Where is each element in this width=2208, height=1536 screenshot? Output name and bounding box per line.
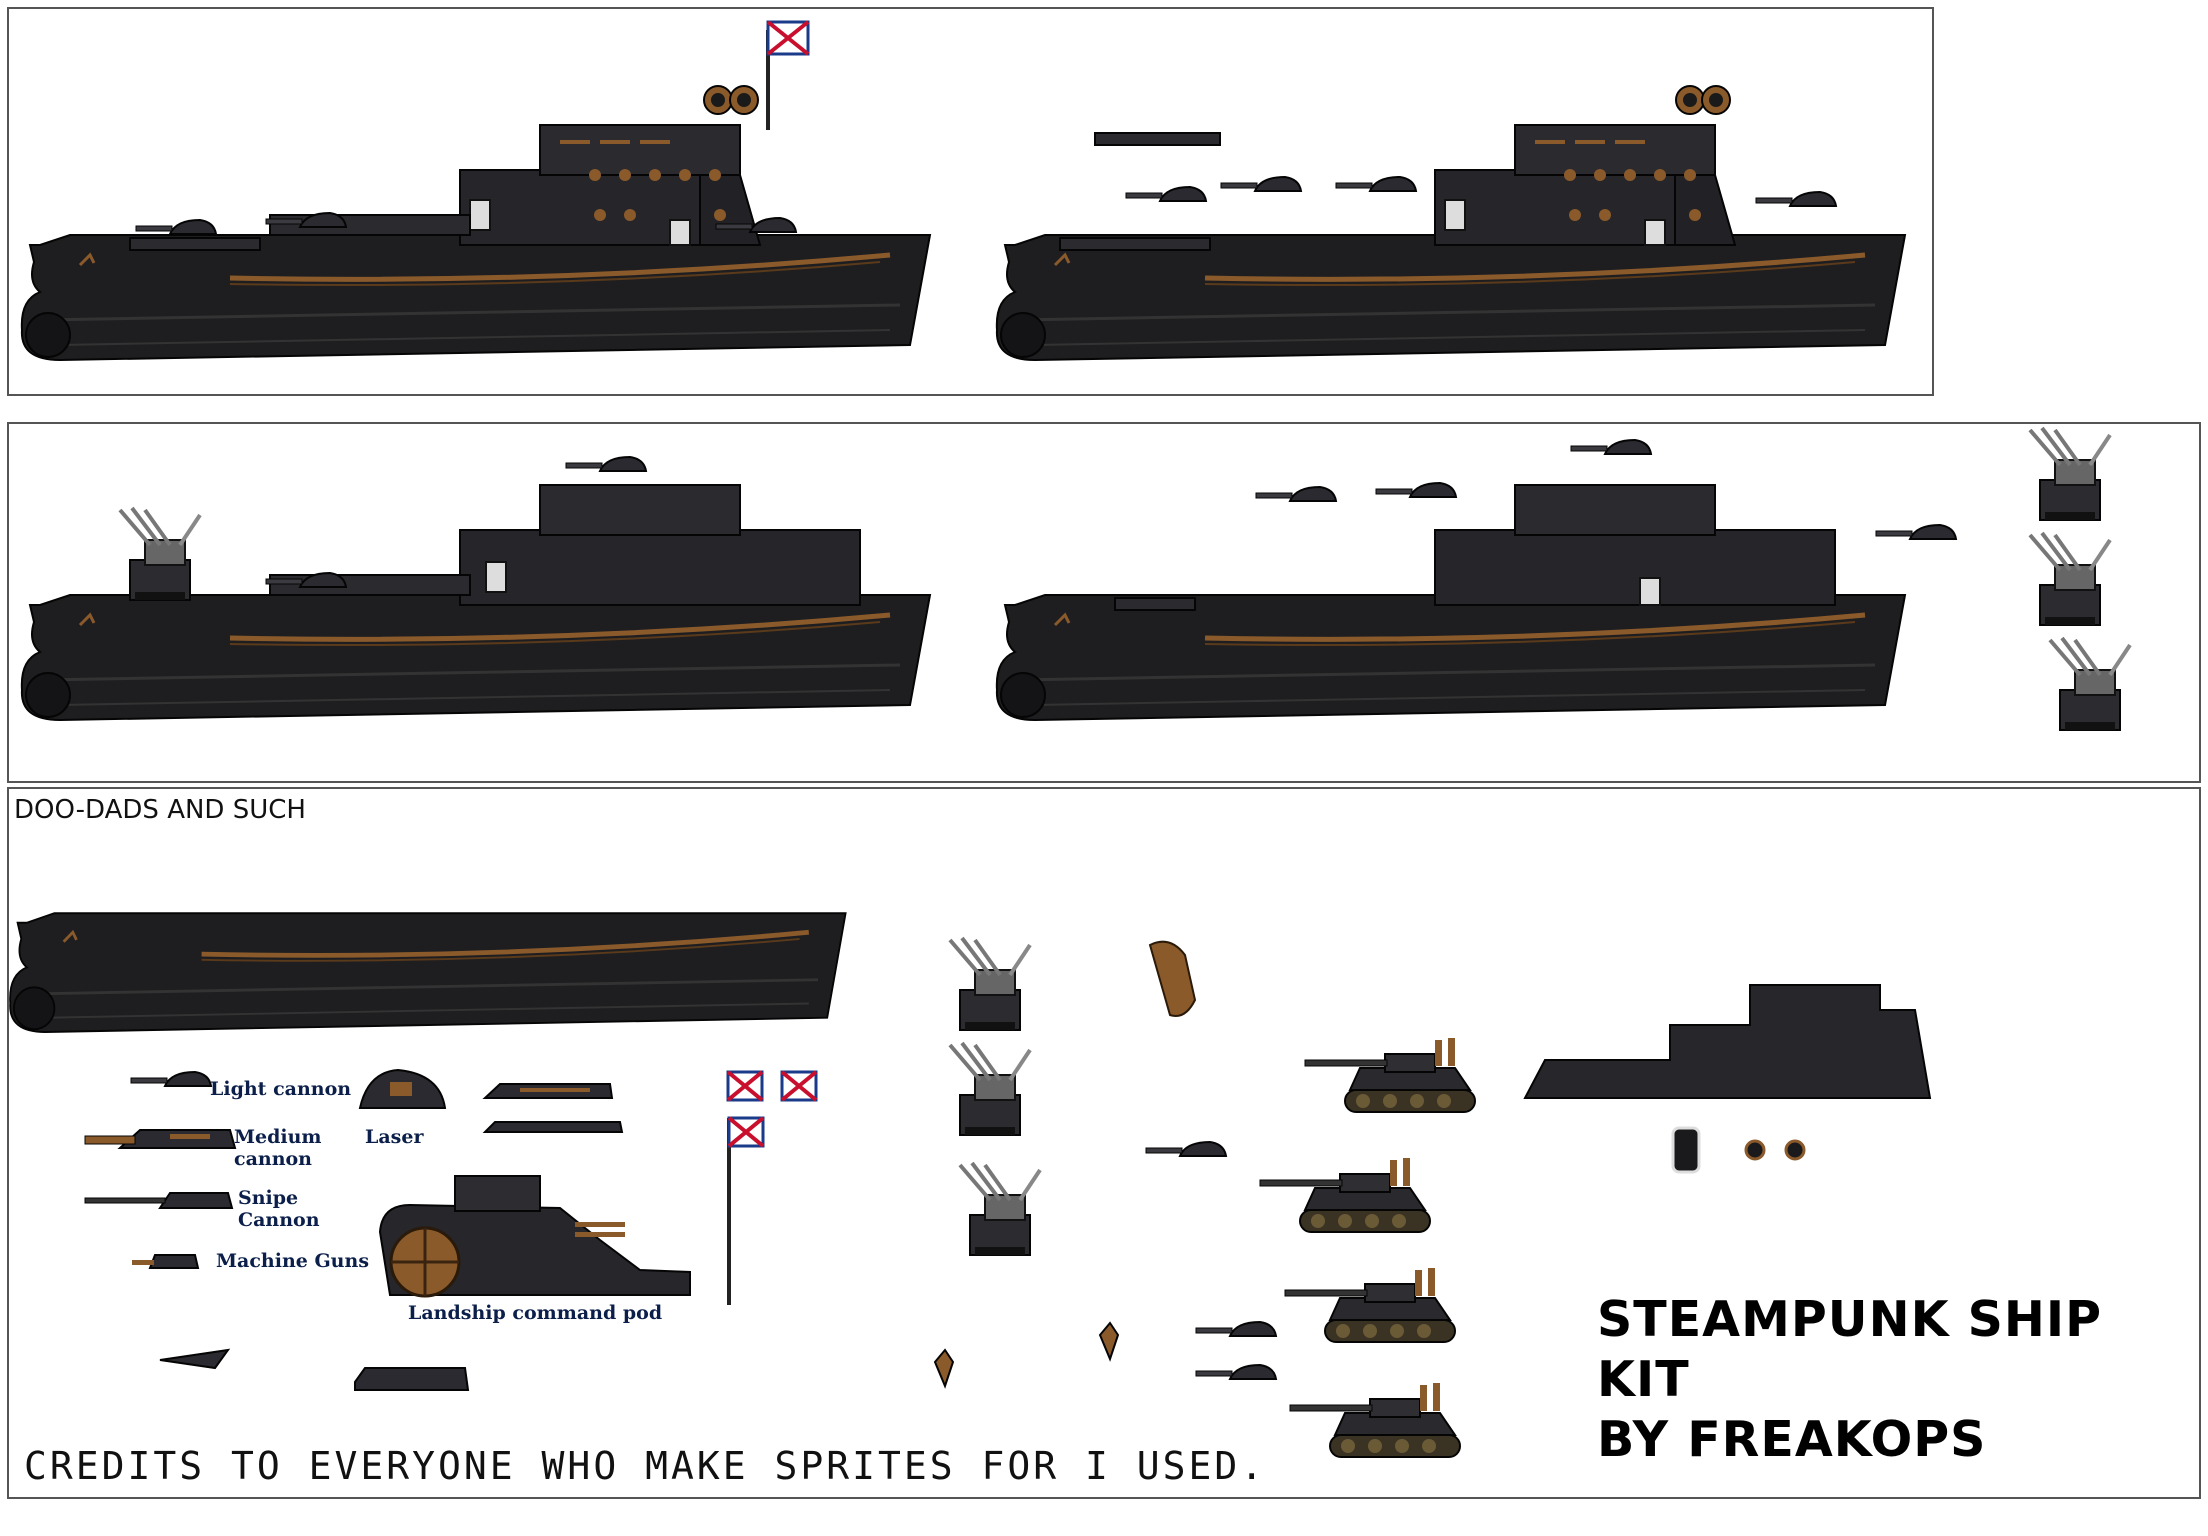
command-pod-sprite (378, 1175, 691, 1298)
tank-4 (1289, 1382, 1461, 1458)
bare-hull (10, 913, 846, 1032)
light-cannon-sprite (130, 1071, 212, 1087)
loose-turret-c (1195, 1364, 1277, 1380)
loose-turret-b (1195, 1321, 1277, 1337)
panel-1-border (7, 7, 1934, 396)
panel-3-border (7, 787, 2201, 1499)
label-snipe-cannon: Snipe Cannon (238, 1187, 320, 1231)
small-guns (159, 1321, 1120, 1391)
ship-full-3 (22, 456, 930, 720)
door-and-portholes (1671, 1126, 1806, 1174)
kit-title: STEAMPUNK SHIP KIT BY FREAKOPS (1597, 1290, 2208, 1470)
tank-3 (1284, 1267, 1456, 1343)
ship-full-2 (997, 85, 1905, 360)
label-command-pod: Landship command pod (408, 1302, 663, 1324)
loose-turrets-row1 (1094, 132, 1837, 207)
ship-full-4 (997, 484, 1905, 720)
credits-text: CREDITS TO EVERYONE WHO MAKE SPRITES FOR… (24, 1444, 1267, 1488)
machine-guns-sprite (132, 1254, 200, 1269)
aa-gun-2 (948, 1041, 1032, 1137)
kit-title-line1: STEAMPUNK SHIP KIT (1597, 1291, 2103, 1408)
superstructure-block (1523, 984, 1932, 1099)
flags (726, 1070, 818, 1305)
label-laser: Laser (365, 1126, 424, 1148)
tank-2 (1259, 1157, 1431, 1233)
kit-title-line2: BY FREAKOPS (1597, 1411, 1987, 1468)
deck-plates (482, 1083, 624, 1133)
mortar-sprite (1148, 940, 1197, 1017)
ship-full-1 (22, 20, 930, 360)
loose-turret-a (1145, 1141, 1227, 1157)
snipe-cannon-sprite (84, 1192, 234, 1209)
panel-2-border (7, 422, 2201, 783)
label-medium-cannon: Medium cannon (234, 1126, 322, 1170)
tank-1 (1304, 1037, 1476, 1113)
aa-gun-3 (958, 1161, 1042, 1257)
aa-gun-1 (948, 936, 1032, 1032)
medium-cannon-sprite (84, 1129, 237, 1149)
label-light-cannon: Light cannon (210, 1078, 352, 1100)
doodads-section-title: DOO-DADS AND SUCH (14, 795, 306, 825)
label-machine-guns: Machine Guns (216, 1250, 370, 1272)
laser-sprite (358, 1068, 447, 1109)
